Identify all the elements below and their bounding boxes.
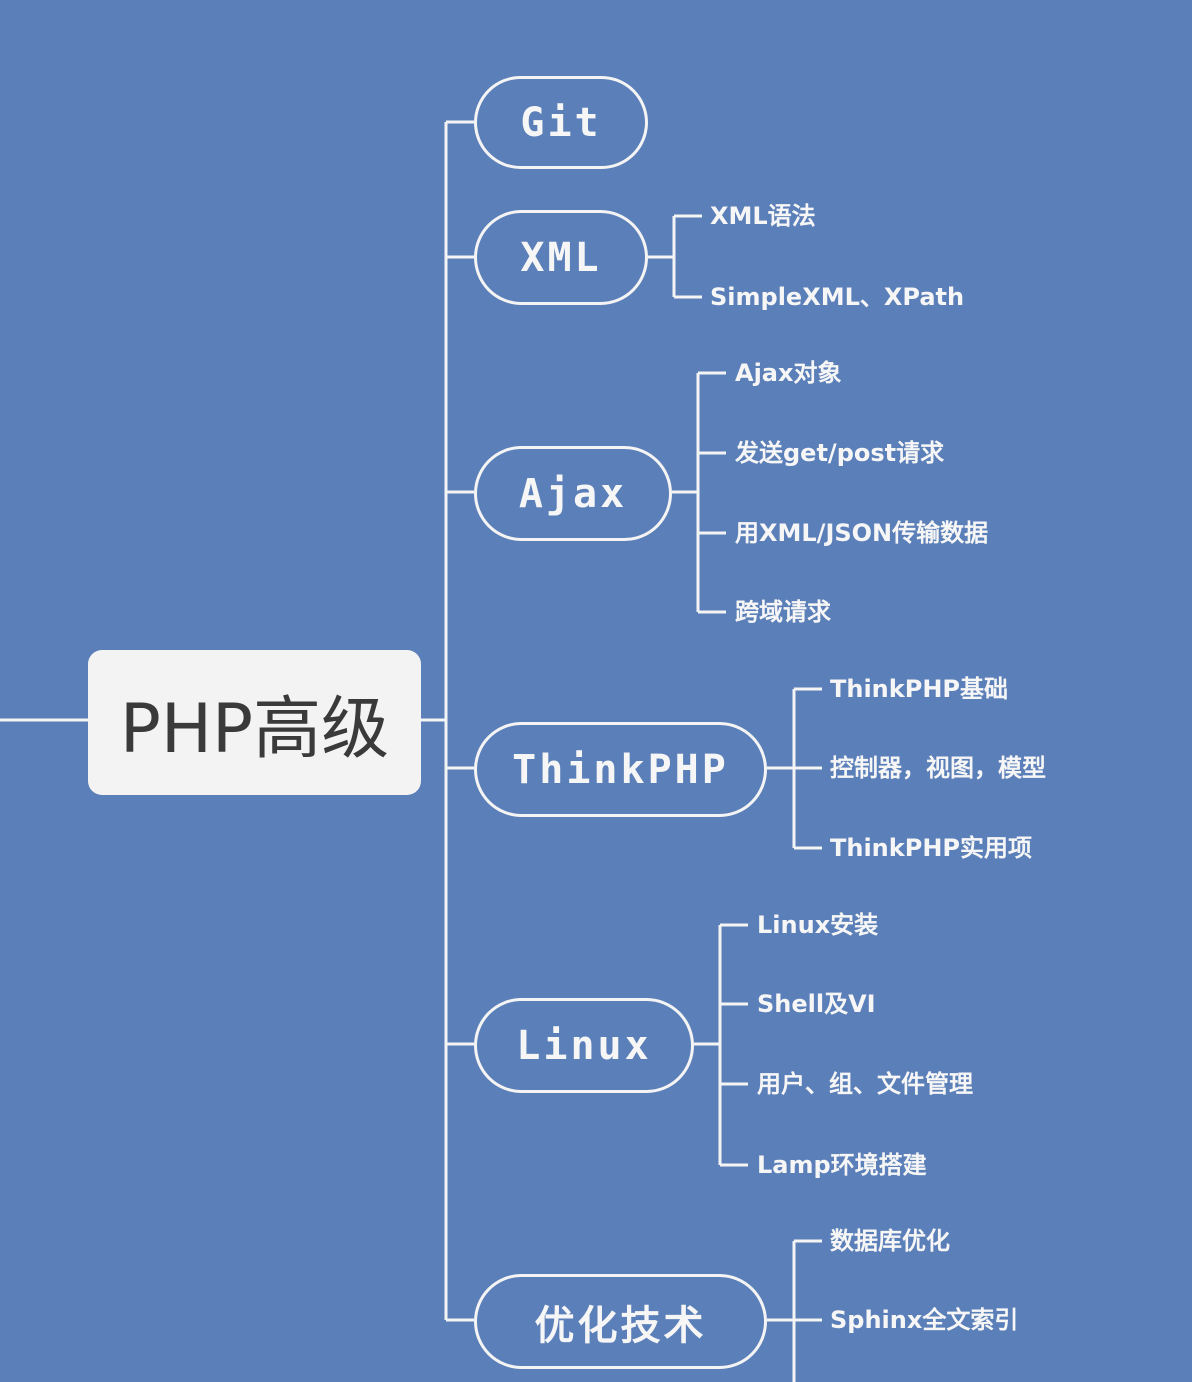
leaf-linux-4: Lamp环境搭建 <box>757 1151 927 1179</box>
branch-optimize: 优化技术 <box>474 1274 767 1369</box>
branch-xml: XML <box>474 210 648 305</box>
leaf-optimize-2: Sphinx全文索引 <box>830 1306 1019 1334</box>
leaf-linux-3: 用户、组、文件管理 <box>757 1070 973 1098</box>
branch-ajax: Ajax <box>474 446 672 541</box>
leaf-ajax-4: 跨域请求 <box>735 598 831 626</box>
leaf-ajax-1: Ajax对象 <box>735 359 842 387</box>
leaf-xml-2: SimpleXML、XPath <box>710 283 965 311</box>
leaf-thinkphp-3: ThinkPHP实用项 <box>830 834 1032 862</box>
leaf-linux-1: Linux安装 <box>757 911 879 939</box>
leaf-ajax-2: 发送get/post请求 <box>735 439 945 467</box>
leaf-thinkphp-1: ThinkPHP基础 <box>830 675 1008 703</box>
leaf-xml-1: XML语法 <box>710 202 816 230</box>
leaf-thinkphp-2: 控制器，视图，模型 <box>830 754 1046 782</box>
branch-thinkphp: ThinkPHP <box>474 722 767 817</box>
branch-linux: Linux <box>474 998 694 1093</box>
branch-git: Git <box>474 76 648 169</box>
leaf-linux-2: Shell及VI <box>757 990 876 1018</box>
leaf-ajax-3: 用XML/JSON传输数据 <box>735 519 989 547</box>
leaf-optimize-1: 数据库优化 <box>830 1227 950 1255</box>
root-node: PHP高级 <box>88 650 421 795</box>
